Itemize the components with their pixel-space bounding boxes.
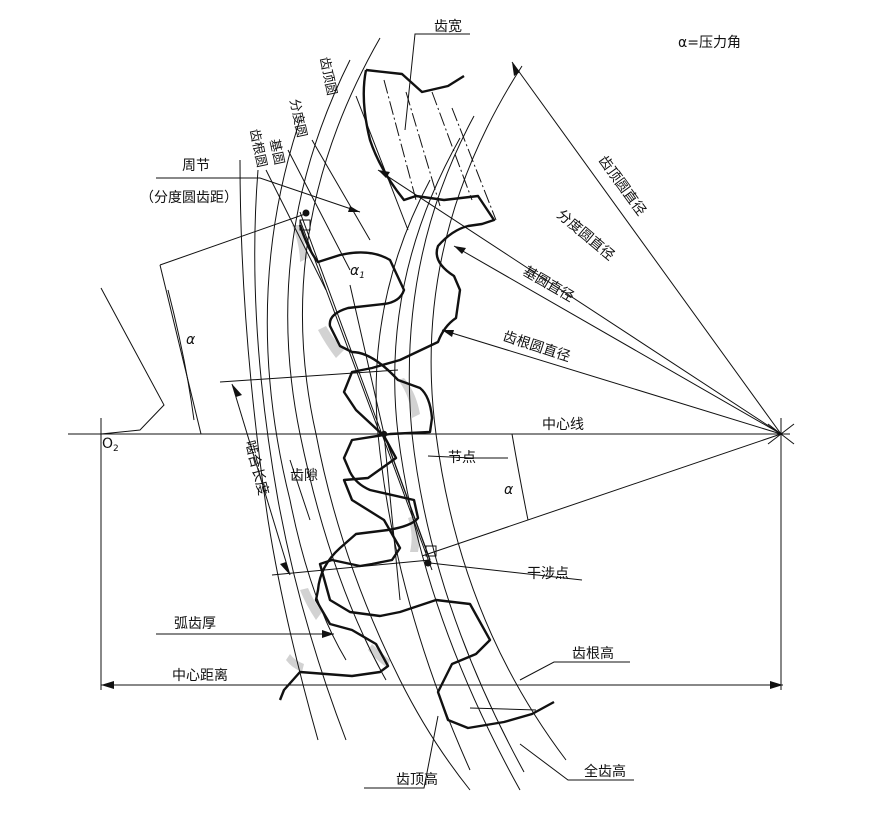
shade-7 <box>286 654 304 672</box>
right-angle-mark-bottom <box>425 545 437 557</box>
circular-pitch-marker <box>302 209 310 217</box>
label-clearance: 齿隙 <box>290 468 318 484</box>
label-interference-point: 干涉点 <box>527 566 569 582</box>
label-tooth-width: 齿宽 <box>434 18 462 35</box>
label-addendum: 齿顶高 <box>396 771 438 788</box>
label-circular-pitch-sub: （分度圆齿距） <box>140 190 238 206</box>
left-gear-teeth <box>278 224 434 701</box>
shade-4 <box>408 516 420 552</box>
label-pitch-circle: 分度圆 <box>286 98 310 139</box>
label-root-circle: 齿根圆 <box>246 128 269 169</box>
label-alpha-one: α1 <box>350 263 365 281</box>
pressure-angle-legend: α=压力角 <box>678 35 741 51</box>
shade-2 <box>318 326 344 358</box>
interference-point-marker <box>424 559 432 567</box>
shade-1 <box>292 225 308 262</box>
right-gear-circles <box>375 65 567 791</box>
right-angle-mark-top <box>299 219 311 231</box>
label-circular-thickness: 弧齿厚 <box>174 616 216 632</box>
label-contact-length: 啮合长度 <box>241 439 271 497</box>
label-tip-diameter: 齿顶圆直径 <box>595 152 650 219</box>
label-root-diameter: 齿根圆直径 <box>501 328 573 366</box>
right-gear-teeth <box>318 68 555 730</box>
label-tip-circle: 齿顶圆 <box>316 56 339 97</box>
label-alpha-left: α <box>186 332 196 348</box>
diameter-leaders <box>377 61 782 557</box>
arrow-left <box>101 681 114 689</box>
shade-3 <box>398 378 420 418</box>
shade-5 <box>300 588 322 620</box>
label-base-circle: 基圆 <box>266 138 286 167</box>
label-center-line: 中心线 <box>542 417 584 433</box>
label-dedendum: 齿根高 <box>572 645 614 662</box>
pitch-point-marker <box>380 430 388 438</box>
label-center-distance: 中心距离 <box>172 667 228 684</box>
label-whole-depth: 全齿高 <box>584 763 626 780</box>
label-o2: O2 <box>102 436 119 454</box>
label-pitch-point: 节点 <box>448 450 476 466</box>
tooth-centerlines <box>383 79 497 221</box>
label-base-diameter: 基圆直径 <box>520 263 577 306</box>
label-circular-pitch: 周节 <box>182 158 210 174</box>
arrow-right <box>770 681 783 689</box>
label-pitch-diameter: 分度圆直径 <box>553 206 618 264</box>
leader-lines <box>156 33 634 789</box>
label-alpha-right: α <box>504 482 514 498</box>
construction-lines <box>100 211 529 601</box>
